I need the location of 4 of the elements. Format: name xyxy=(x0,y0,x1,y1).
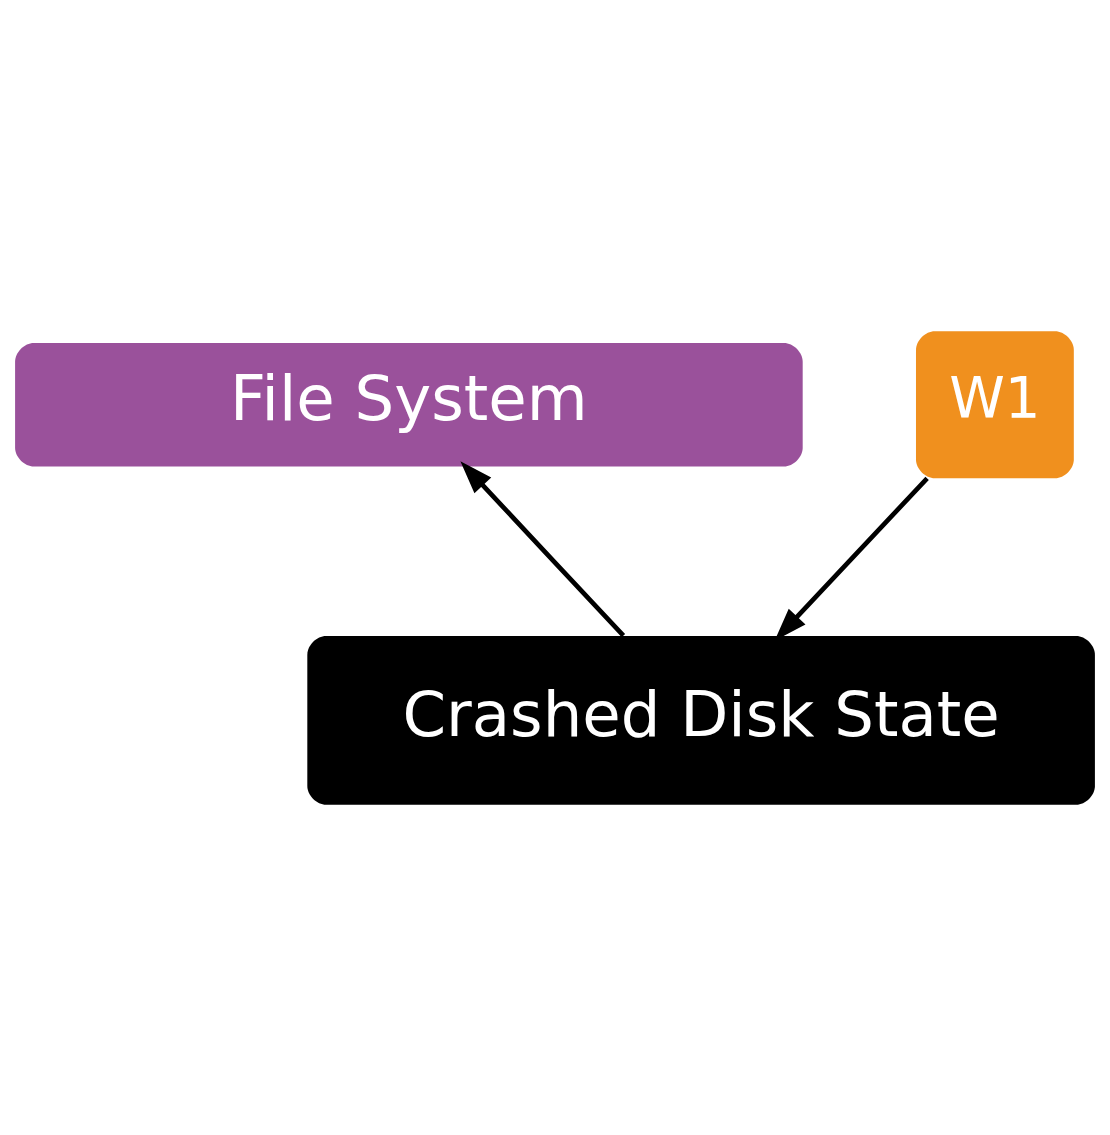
node-box: File System xyxy=(15,342,803,466)
node-box: Crashed Disk State xyxy=(307,635,1095,805)
node-box: W1 xyxy=(916,330,1074,478)
arrow xyxy=(460,460,626,637)
